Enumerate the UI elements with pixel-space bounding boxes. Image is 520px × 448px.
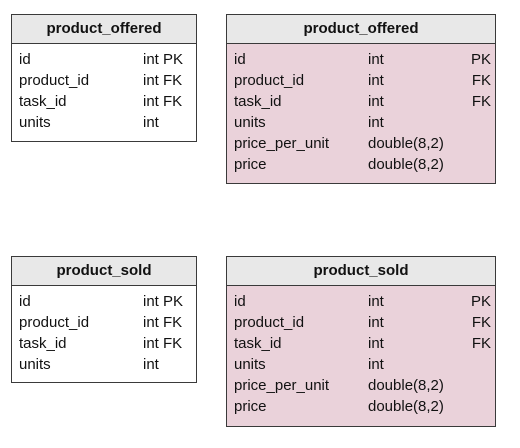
field-row: product_id int FK (12, 312, 196, 333)
field-name: task_id (234, 93, 282, 110)
field-row: units int (12, 112, 196, 133)
table-product-sold-original: product_sold id int PK product_id int FK… (11, 256, 197, 383)
field-row: id int PK (12, 49, 196, 70)
field-name: product_id (19, 314, 90, 331)
field-type: int PK (143, 293, 184, 310)
field-type: int FK (143, 314, 183, 331)
field-row: task_id int FK (12, 333, 196, 354)
field-type: int (368, 51, 384, 68)
field-type: int (368, 72, 384, 89)
table-fields: id int PK product_id int FK task_id int … (227, 44, 495, 175)
table-fields: id int PK product_id int FK task_id int … (227, 286, 495, 417)
field-type: int (368, 314, 384, 331)
field-type: int (368, 356, 384, 373)
table-product-offered-original: product_offered id int PK product_id int… (11, 14, 197, 142)
field-name: units (19, 356, 51, 373)
field-row: price double(8,2) (227, 154, 495, 175)
field-name: units (234, 114, 266, 131)
field-key: FK (471, 335, 491, 352)
table-title: product_offered (227, 15, 495, 44)
field-type: int FK (143, 72, 183, 89)
field-row: price_per_unit double(8,2) (227, 133, 495, 154)
field-key: FK (471, 72, 491, 89)
field-type: int (143, 114, 159, 131)
field-name: units (19, 114, 51, 131)
field-row: product_id int FK (12, 70, 196, 91)
field-row: task_id int FK (227, 333, 495, 354)
field-name: product_id (234, 72, 305, 89)
field-type: int (368, 114, 384, 131)
field-type: int FK (143, 335, 183, 352)
field-name: product_id (19, 72, 90, 89)
field-name: price (234, 398, 267, 415)
field-name: id (19, 51, 31, 68)
field-name: units (234, 356, 266, 373)
field-row: product_id int FK (227, 70, 495, 91)
field-type: int (368, 335, 384, 352)
field-row: price_per_unit double(8,2) (227, 375, 495, 396)
field-name: price (234, 156, 267, 173)
field-type: double(8,2) (368, 398, 444, 415)
field-name: product_id (234, 314, 305, 331)
field-name: task_id (19, 93, 67, 110)
table-product-offered-extended: product_offered id int PK product_id int… (226, 14, 496, 184)
field-type: double(8,2) (368, 156, 444, 173)
field-row: id int PK (227, 49, 495, 70)
field-type: int (143, 356, 159, 373)
field-row: id int PK (227, 291, 495, 312)
field-type: int FK (143, 93, 183, 110)
field-key: FK (471, 93, 491, 110)
field-key: FK (471, 314, 491, 331)
table-fields: id int PK product_id int FK task_id int … (12, 44, 196, 133)
field-type: int PK (143, 51, 184, 68)
table-title: product_offered (12, 15, 196, 44)
field-row: task_id int FK (12, 91, 196, 112)
field-row: units int (227, 112, 495, 133)
field-row: product_id int FK (227, 312, 495, 333)
field-type: int (368, 293, 384, 310)
field-name: id (234, 51, 246, 68)
field-key: PK (470, 293, 491, 310)
field-row: id int PK (12, 291, 196, 312)
field-key: PK (470, 51, 491, 68)
field-type: double(8,2) (368, 377, 444, 394)
field-type: int (368, 93, 384, 110)
field-row: price double(8,2) (227, 396, 495, 417)
field-name: task_id (234, 335, 282, 352)
table-fields: id int PK product_id int FK task_id int … (12, 286, 196, 375)
table-product-sold-extended: product_sold id int PK product_id int FK… (226, 256, 496, 427)
field-name: price_per_unit (234, 377, 330, 394)
field-name: id (234, 293, 246, 310)
table-title: product_sold (227, 257, 495, 286)
field-name: price_per_unit (234, 135, 330, 152)
field-row: units int (227, 354, 495, 375)
field-name: id (19, 293, 31, 310)
field-row: task_id int FK (227, 91, 495, 112)
field-name: task_id (19, 335, 67, 352)
table-title: product_sold (12, 257, 196, 286)
field-type: double(8,2) (368, 135, 444, 152)
field-row: units int (12, 354, 196, 375)
